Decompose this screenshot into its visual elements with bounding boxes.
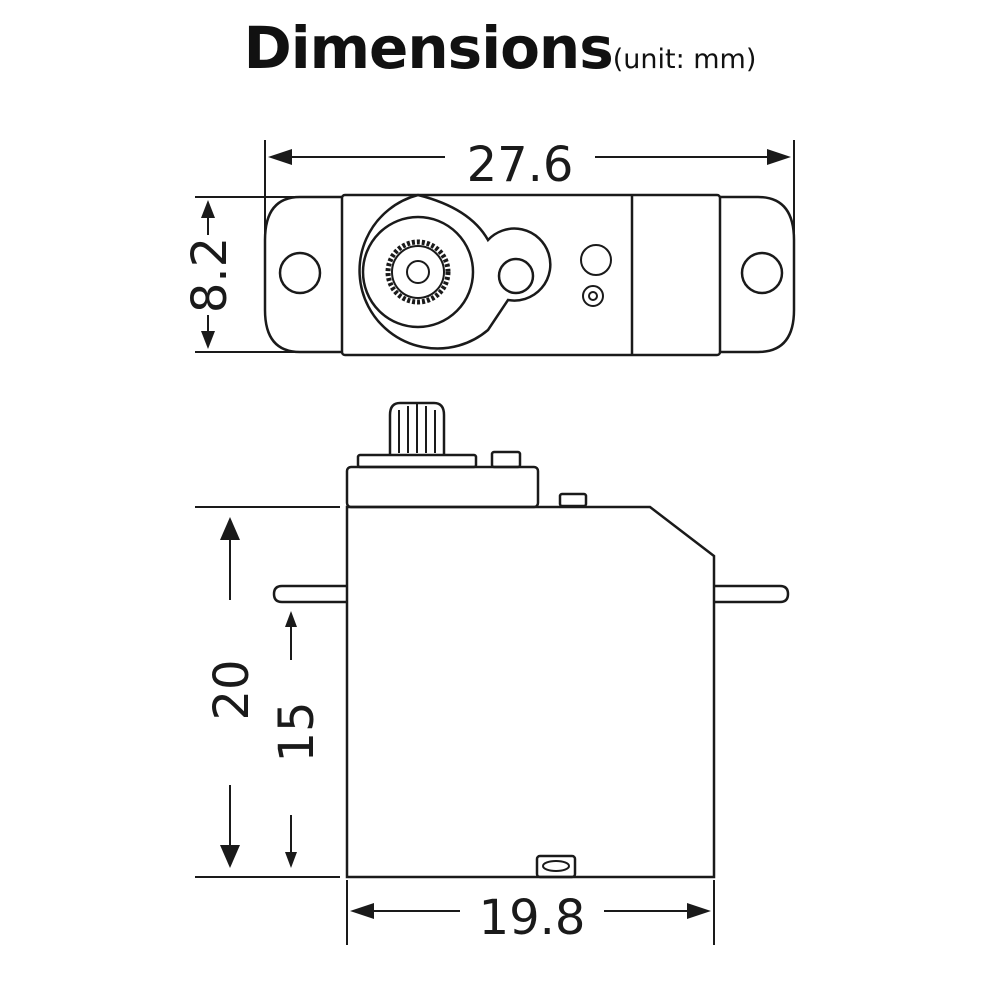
dim-label-19-8: 19.8 — [479, 890, 586, 946]
gear-collar — [356, 453, 478, 469]
arrow-15-bottom — [285, 852, 297, 868]
bottom-connector — [535, 854, 577, 879]
servo-horn — [358, 193, 552, 350]
left-mount-ear — [263, 195, 342, 354]
output-spline — [388, 401, 446, 455]
side-view: 20 15 19.8 — [195, 401, 790, 946]
dim-label-20: 20 — [204, 659, 260, 720]
dim-label-27-6: 27.6 — [467, 137, 574, 193]
arrow-82-bottom — [201, 331, 215, 349]
spline-center — [406, 260, 430, 284]
arrow-20-bottom — [220, 845, 240, 868]
side-tab — [558, 492, 588, 508]
connector-slot — [542, 860, 570, 872]
right-flange — [714, 584, 790, 604]
horn-inner-ring — [361, 215, 475, 329]
top-body — [340, 193, 722, 357]
spline-outer — [391, 245, 445, 299]
arrow-27-left — [268, 149, 292, 165]
left-mount-hole — [278, 251, 322, 295]
dim-label-15: 15 — [269, 701, 325, 762]
horn-arm-hole — [497, 257, 535, 295]
right-mount-ear — [720, 195, 796, 354]
right-mount-hole — [740, 251, 784, 295]
dim-label-8-2: 8.2 — [182, 237, 238, 313]
arrow-20-top — [220, 517, 240, 540]
arrow-27-right — [767, 149, 791, 165]
spline-gear — [385, 239, 451, 305]
diagram-title: Dimensions(unit: mm) — [0, 14, 1000, 82]
title-main: Dimensions — [243, 14, 614, 82]
arrow-82-top — [201, 200, 215, 218]
indicator-circle — [580, 244, 612, 276]
title-unit: (unit: mm) — [612, 44, 757, 75]
top-view: 27.6 8.2 — [182, 137, 796, 357]
upper-case — [345, 465, 540, 509]
top-bump — [490, 450, 522, 469]
indicator-ring-inner — [588, 291, 598, 301]
indicator-ring-outer — [582, 285, 604, 307]
arrow-198-right — [687, 903, 711, 919]
main-case — [345, 505, 716, 879]
arrow-15-top — [285, 611, 297, 627]
left-flange — [272, 584, 347, 604]
arrow-198-left — [350, 903, 374, 919]
